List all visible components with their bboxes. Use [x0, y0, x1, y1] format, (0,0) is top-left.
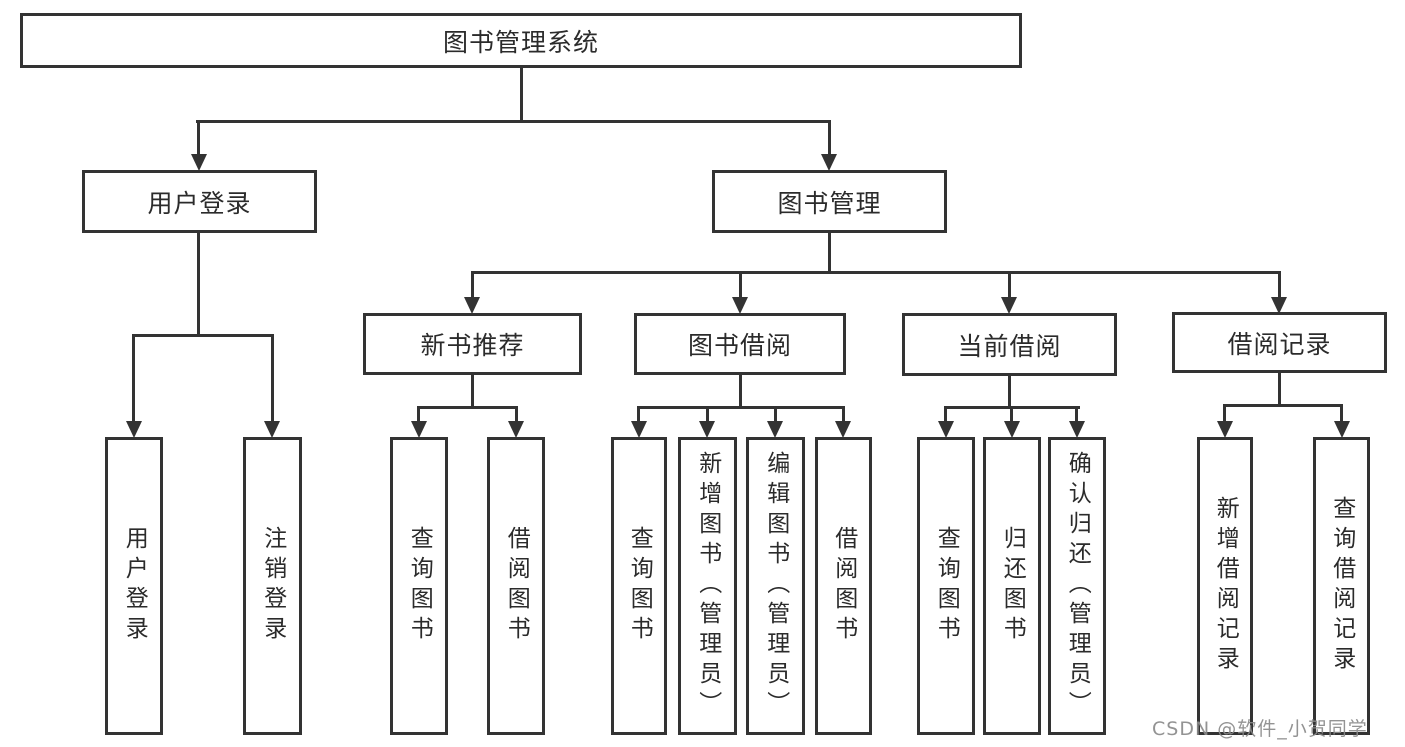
connector-userlogin-hline — [132, 334, 273, 337]
connector-stem-query-book-2 — [637, 406, 640, 423]
connector-newbookrec-vline — [471, 375, 474, 408]
arrowhead-logout — [264, 421, 280, 438]
node-query-borrow-record-label: 查询借阅记录 — [1328, 496, 1355, 676]
arrowhead-add-borrow-record — [1217, 421, 1233, 438]
connector-borrowrecord-vline — [1278, 373, 1281, 407]
node-borrow-book-leaf: 借阅图书 — [815, 437, 872, 735]
connector-userlogin-vline — [197, 233, 200, 336]
connector-root-hline — [196, 120, 831, 123]
node-query-book-current-label: 查询图书 — [933, 526, 960, 646]
connector-bookborrow-vline — [739, 375, 742, 408]
arrowhead-query-book-2 — [631, 421, 647, 438]
connector-currentborrow-vline — [1008, 376, 1011, 409]
connector-stem-logout — [271, 334, 274, 423]
node-add-borrow-record: 新增借阅记录 — [1197, 437, 1253, 735]
node-add-borrow-record-label: 新增借阅记录 — [1212, 496, 1239, 676]
connector-stem-borrow-record — [1278, 271, 1281, 299]
node-current-borrowing: 当前借阅 — [902, 313, 1117, 376]
arrowhead-borrow-book-1 — [508, 421, 524, 438]
connector-stem-current-borrow — [1008, 271, 1011, 299]
node-confirm-return-admin: 确认归还（管理员） — [1048, 437, 1106, 735]
connector-stem-query-book-3 — [944, 406, 947, 423]
node-user-login-leaf: 用户登录 — [105, 437, 163, 735]
arrowhead-query-borrow-record — [1334, 421, 1350, 438]
connector-stem-return-book — [1010, 406, 1013, 423]
arrowhead-book-mgmt — [821, 154, 837, 171]
arrowhead-borrow-book-2 — [835, 421, 851, 438]
node-query-book-rec: 查询图书 — [390, 437, 448, 735]
connector-newbookrec-hline — [417, 406, 518, 409]
node-borrow-book-rec-label: 借阅图书 — [503, 526, 530, 646]
connector-stem-user-login — [197, 120, 200, 157]
connector-stem-add-borrow-record — [1223, 404, 1226, 423]
connector-stem-borrow-book-2 — [842, 406, 845, 423]
connector-stem-new-book-rec — [471, 271, 474, 299]
arrowhead-user-login — [191, 154, 207, 171]
arrowhead-query-book-3 — [938, 421, 954, 438]
node-borrow-book-rec: 借阅图书 — [487, 437, 545, 735]
arrowhead-book-borrow — [732, 297, 748, 314]
arrowhead-borrow-record — [1271, 297, 1287, 314]
node-query-borrow-record: 查询借阅记录 — [1313, 437, 1370, 735]
arrowhead-return-book — [1004, 421, 1020, 438]
arrowhead-new-book-rec — [464, 297, 480, 314]
node-add-book-admin: 新增图书（管理员） — [678, 437, 737, 735]
connector-stem-query-book-1 — [417, 406, 420, 423]
connector-stem-confirm-return — [1075, 406, 1078, 423]
node-borrow-book-leaf-label: 借阅图书 — [830, 526, 857, 646]
node-book-borrowing: 图书借阅 — [634, 313, 846, 375]
node-book-management: 图书管理 — [712, 170, 947, 233]
node-query-book-borrow-label: 查询图书 — [626, 526, 653, 646]
node-logout-label: 注销登录 — [259, 526, 286, 646]
connector-stem-book-mgmt — [828, 120, 831, 157]
arrowhead-edit-book — [767, 421, 783, 438]
connector-stem-login — [132, 334, 135, 423]
node-user-login-leaf-label: 用户登录 — [121, 526, 148, 646]
node-return-book: 归还图书 — [983, 437, 1041, 735]
arrowhead-current-borrow — [1001, 297, 1017, 314]
node-add-book-admin-label: 新增图书（管理员） — [694, 451, 721, 721]
arrowhead-login — [126, 421, 142, 438]
node-new-book-recommend: 新书推荐 — [363, 313, 582, 375]
csdn-watermark: CSDN @软件_小贺同学 — [1152, 718, 1368, 740]
connector-root-vline — [520, 68, 523, 123]
node-logout: 注销登录 — [243, 437, 302, 735]
node-query-book-current: 查询图书 — [917, 437, 975, 735]
node-user-login: 用户登录 — [82, 170, 317, 233]
connector-stem-add-book — [706, 406, 709, 423]
connector-stem-borrow-book-1 — [515, 406, 518, 423]
connector-borrowrecord-hline — [1223, 404, 1343, 407]
connector-bookborrow-hline — [637, 406, 845, 409]
node-library-management-system: 图书管理系统 — [20, 13, 1022, 68]
node-edit-book-admin-label: 编辑图书（管理员） — [762, 451, 789, 721]
connector-bookmgmt-hline — [471, 271, 1281, 274]
arrowhead-query-book-1 — [411, 421, 427, 438]
node-query-book-rec-label: 查询图书 — [406, 526, 433, 646]
arrowhead-confirm-return — [1069, 421, 1085, 438]
node-confirm-return-admin-label: 确认归还（管理员） — [1064, 451, 1091, 721]
node-borrowing-records: 借阅记录 — [1172, 312, 1387, 373]
arrowhead-add-book — [699, 421, 715, 438]
connector-stem-query-borrow-record — [1340, 404, 1343, 423]
node-return-book-label: 归还图书 — [999, 526, 1026, 646]
connector-stem-book-borrow — [739, 271, 742, 299]
connector-stem-edit-book — [774, 406, 777, 423]
node-edit-book-admin: 编辑图书（管理员） — [746, 437, 805, 735]
node-query-book-borrow: 查询图书 — [611, 437, 667, 735]
connector-bookmgmt-vline — [828, 233, 831, 274]
